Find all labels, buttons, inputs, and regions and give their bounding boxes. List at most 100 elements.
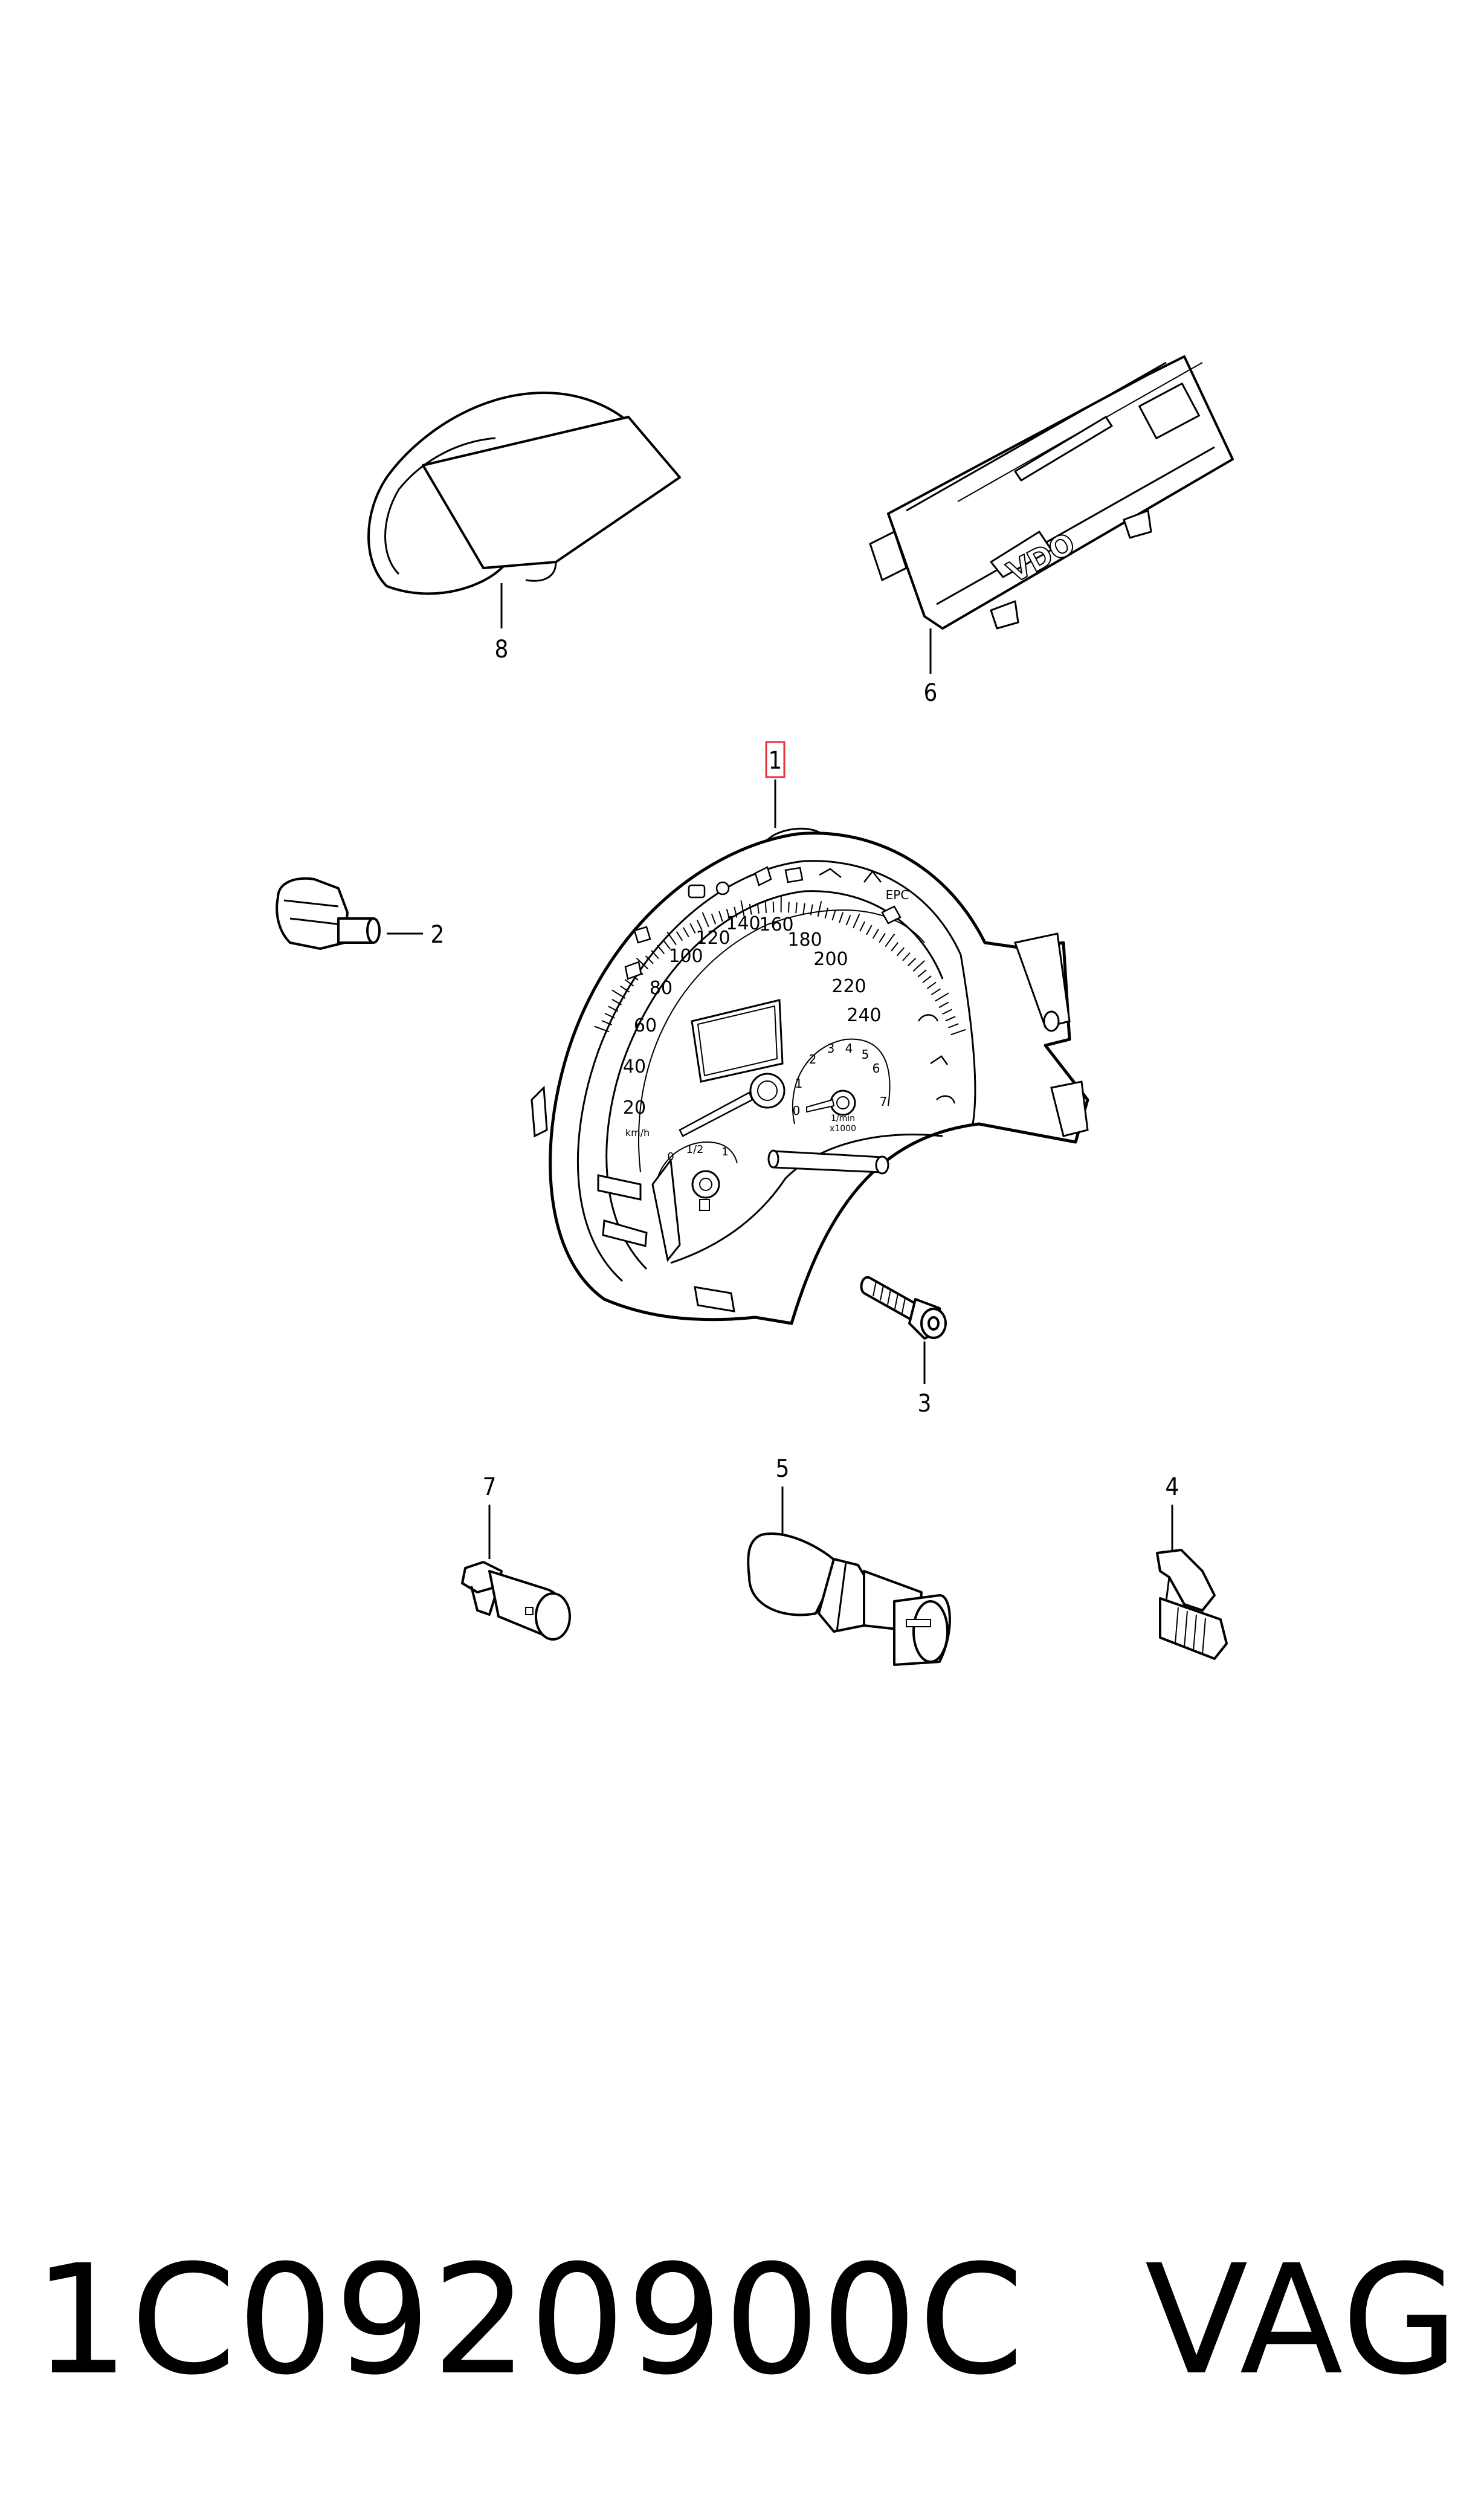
speedo-tick bbox=[885, 933, 895, 947]
speedo-tick bbox=[702, 912, 709, 928]
tacho-unit-top: 1/min bbox=[831, 1114, 855, 1123]
part-2-bulb-holder[interactable] bbox=[276, 877, 381, 950]
fuel-half: 1/2 bbox=[686, 1143, 704, 1156]
speedo-tick bbox=[831, 909, 836, 921]
speedo-tick bbox=[879, 932, 886, 943]
speedo-tick bbox=[817, 901, 822, 917]
speedo-tick bbox=[620, 985, 630, 993]
tacho-6: 6 bbox=[873, 1061, 880, 1076]
part-3-screw[interactable] bbox=[860, 1276, 947, 1340]
speedo-tick bbox=[824, 908, 829, 918]
speedo-80: 80 bbox=[650, 978, 673, 999]
speedo-140: 140 bbox=[726, 913, 760, 934]
tacho-4: 4 bbox=[845, 1041, 853, 1056]
speedo-tick bbox=[726, 908, 731, 920]
speedo-tick bbox=[611, 989, 626, 999]
callout-8: 8 bbox=[495, 636, 509, 663]
tacho-unit-bottom: x1000 bbox=[830, 1124, 856, 1134]
speedo-tick bbox=[608, 1006, 619, 1012]
speedo-220: 220 bbox=[831, 976, 866, 997]
speedo-tick bbox=[950, 1028, 966, 1036]
speedo-tick bbox=[636, 957, 649, 970]
speedo-240: 240 bbox=[847, 1005, 881, 1026]
speedo-tick bbox=[689, 923, 696, 934]
speedo-200: 200 bbox=[813, 949, 848, 970]
speedo-tick bbox=[872, 929, 879, 939]
speedo-tick bbox=[926, 981, 937, 989]
tacho-7: 7 bbox=[880, 1094, 888, 1109]
callout-4: 4 bbox=[1166, 1473, 1179, 1501]
speedo-40: 40 bbox=[623, 1056, 646, 1077]
speedo-tick bbox=[749, 903, 752, 915]
speedo-160: 160 bbox=[759, 914, 793, 935]
tacho-2: 2 bbox=[809, 1052, 817, 1067]
callout-2: 2 bbox=[431, 921, 445, 949]
speedo-tick bbox=[859, 921, 866, 932]
part-7-bulb-socket[interactable] bbox=[461, 1561, 571, 1641]
callout-6: 6 bbox=[924, 679, 938, 707]
speedo-20: 20 bbox=[623, 1097, 646, 1119]
speedo-tick bbox=[657, 944, 665, 954]
speedo-tick bbox=[718, 911, 723, 922]
speedo-tick bbox=[891, 942, 899, 952]
speedo-180: 180 bbox=[787, 929, 822, 951]
tacho-0: 0 bbox=[793, 1103, 801, 1118]
tacho-1: 1 bbox=[795, 1076, 803, 1091]
speedo-tick bbox=[676, 931, 683, 941]
callout-7: 7 bbox=[483, 1473, 497, 1501]
speedo-tick bbox=[945, 1016, 956, 1022]
speedo-tick bbox=[757, 902, 760, 914]
part-1-instrument-cluster[interactable]: EPC 20 40 60 80 100 120 140 160 180 200 … bbox=[531, 827, 1089, 1325]
speedo-tick bbox=[810, 904, 813, 915]
part-6-vdo-module[interactable]: VDO bbox=[869, 355, 1234, 630]
speedo-100: 100 bbox=[668, 946, 703, 967]
speedo-tick bbox=[922, 975, 932, 983]
speedo-60: 60 bbox=[634, 1015, 657, 1036]
speedo-tick bbox=[907, 958, 917, 967]
part-8-rubber-cap[interactable] bbox=[367, 392, 681, 595]
callout-1[interactable]: 1 bbox=[769, 747, 782, 775]
speedo-tick bbox=[601, 1020, 612, 1025]
speedo-tick bbox=[935, 992, 949, 1002]
speedo-tick bbox=[853, 913, 860, 929]
brand-name: VAG bbox=[1144, 2232, 1460, 2408]
speedo-tick bbox=[611, 999, 622, 1006]
epc-label: EPC bbox=[886, 888, 909, 902]
speedo-tick bbox=[651, 950, 659, 960]
part-5-sensor[interactable] bbox=[747, 1532, 951, 1666]
speedo-tick bbox=[740, 900, 745, 916]
speedo-tick bbox=[624, 979, 634, 987]
speedo-tick bbox=[942, 1009, 953, 1015]
part-4-clip[interactable] bbox=[1156, 1549, 1228, 1660]
speedo-tick bbox=[912, 960, 926, 972]
fuel-full: 1 bbox=[721, 1146, 728, 1158]
part-number: 1C0920900C bbox=[33, 2232, 1025, 2408]
speedo-tick bbox=[666, 931, 677, 946]
callout-3: 3 bbox=[918, 1390, 932, 1418]
speedo-tick bbox=[594, 1025, 610, 1033]
speedo-tick bbox=[839, 912, 844, 923]
tacho-5: 5 bbox=[862, 1047, 869, 1062]
speedo-tick bbox=[866, 925, 873, 935]
speedo-tick bbox=[931, 988, 941, 996]
speedo-tick bbox=[663, 940, 671, 950]
speedo-120: 120 bbox=[695, 928, 730, 949]
speedo-tick bbox=[902, 952, 911, 961]
tacho-3: 3 bbox=[827, 1041, 835, 1056]
speedo-tick bbox=[696, 920, 703, 931]
speedo-tick bbox=[772, 902, 775, 913]
speedo-tick bbox=[802, 903, 805, 914]
speedo-tick bbox=[896, 947, 905, 957]
speedo-unit: km/h bbox=[625, 1127, 650, 1138]
callout-1-highlight-box bbox=[765, 741, 786, 778]
speedo-tick bbox=[604, 1013, 615, 1019]
speedo-tick bbox=[917, 969, 927, 978]
speedo-tick bbox=[711, 914, 717, 925]
speedo-tick bbox=[734, 906, 738, 918]
speedo-tick bbox=[845, 915, 851, 926]
speedo-tick bbox=[795, 902, 798, 914]
speedo-tick bbox=[938, 1001, 949, 1009]
fuel-empty: 0 bbox=[667, 1151, 674, 1163]
callout-5: 5 bbox=[776, 1455, 790, 1483]
